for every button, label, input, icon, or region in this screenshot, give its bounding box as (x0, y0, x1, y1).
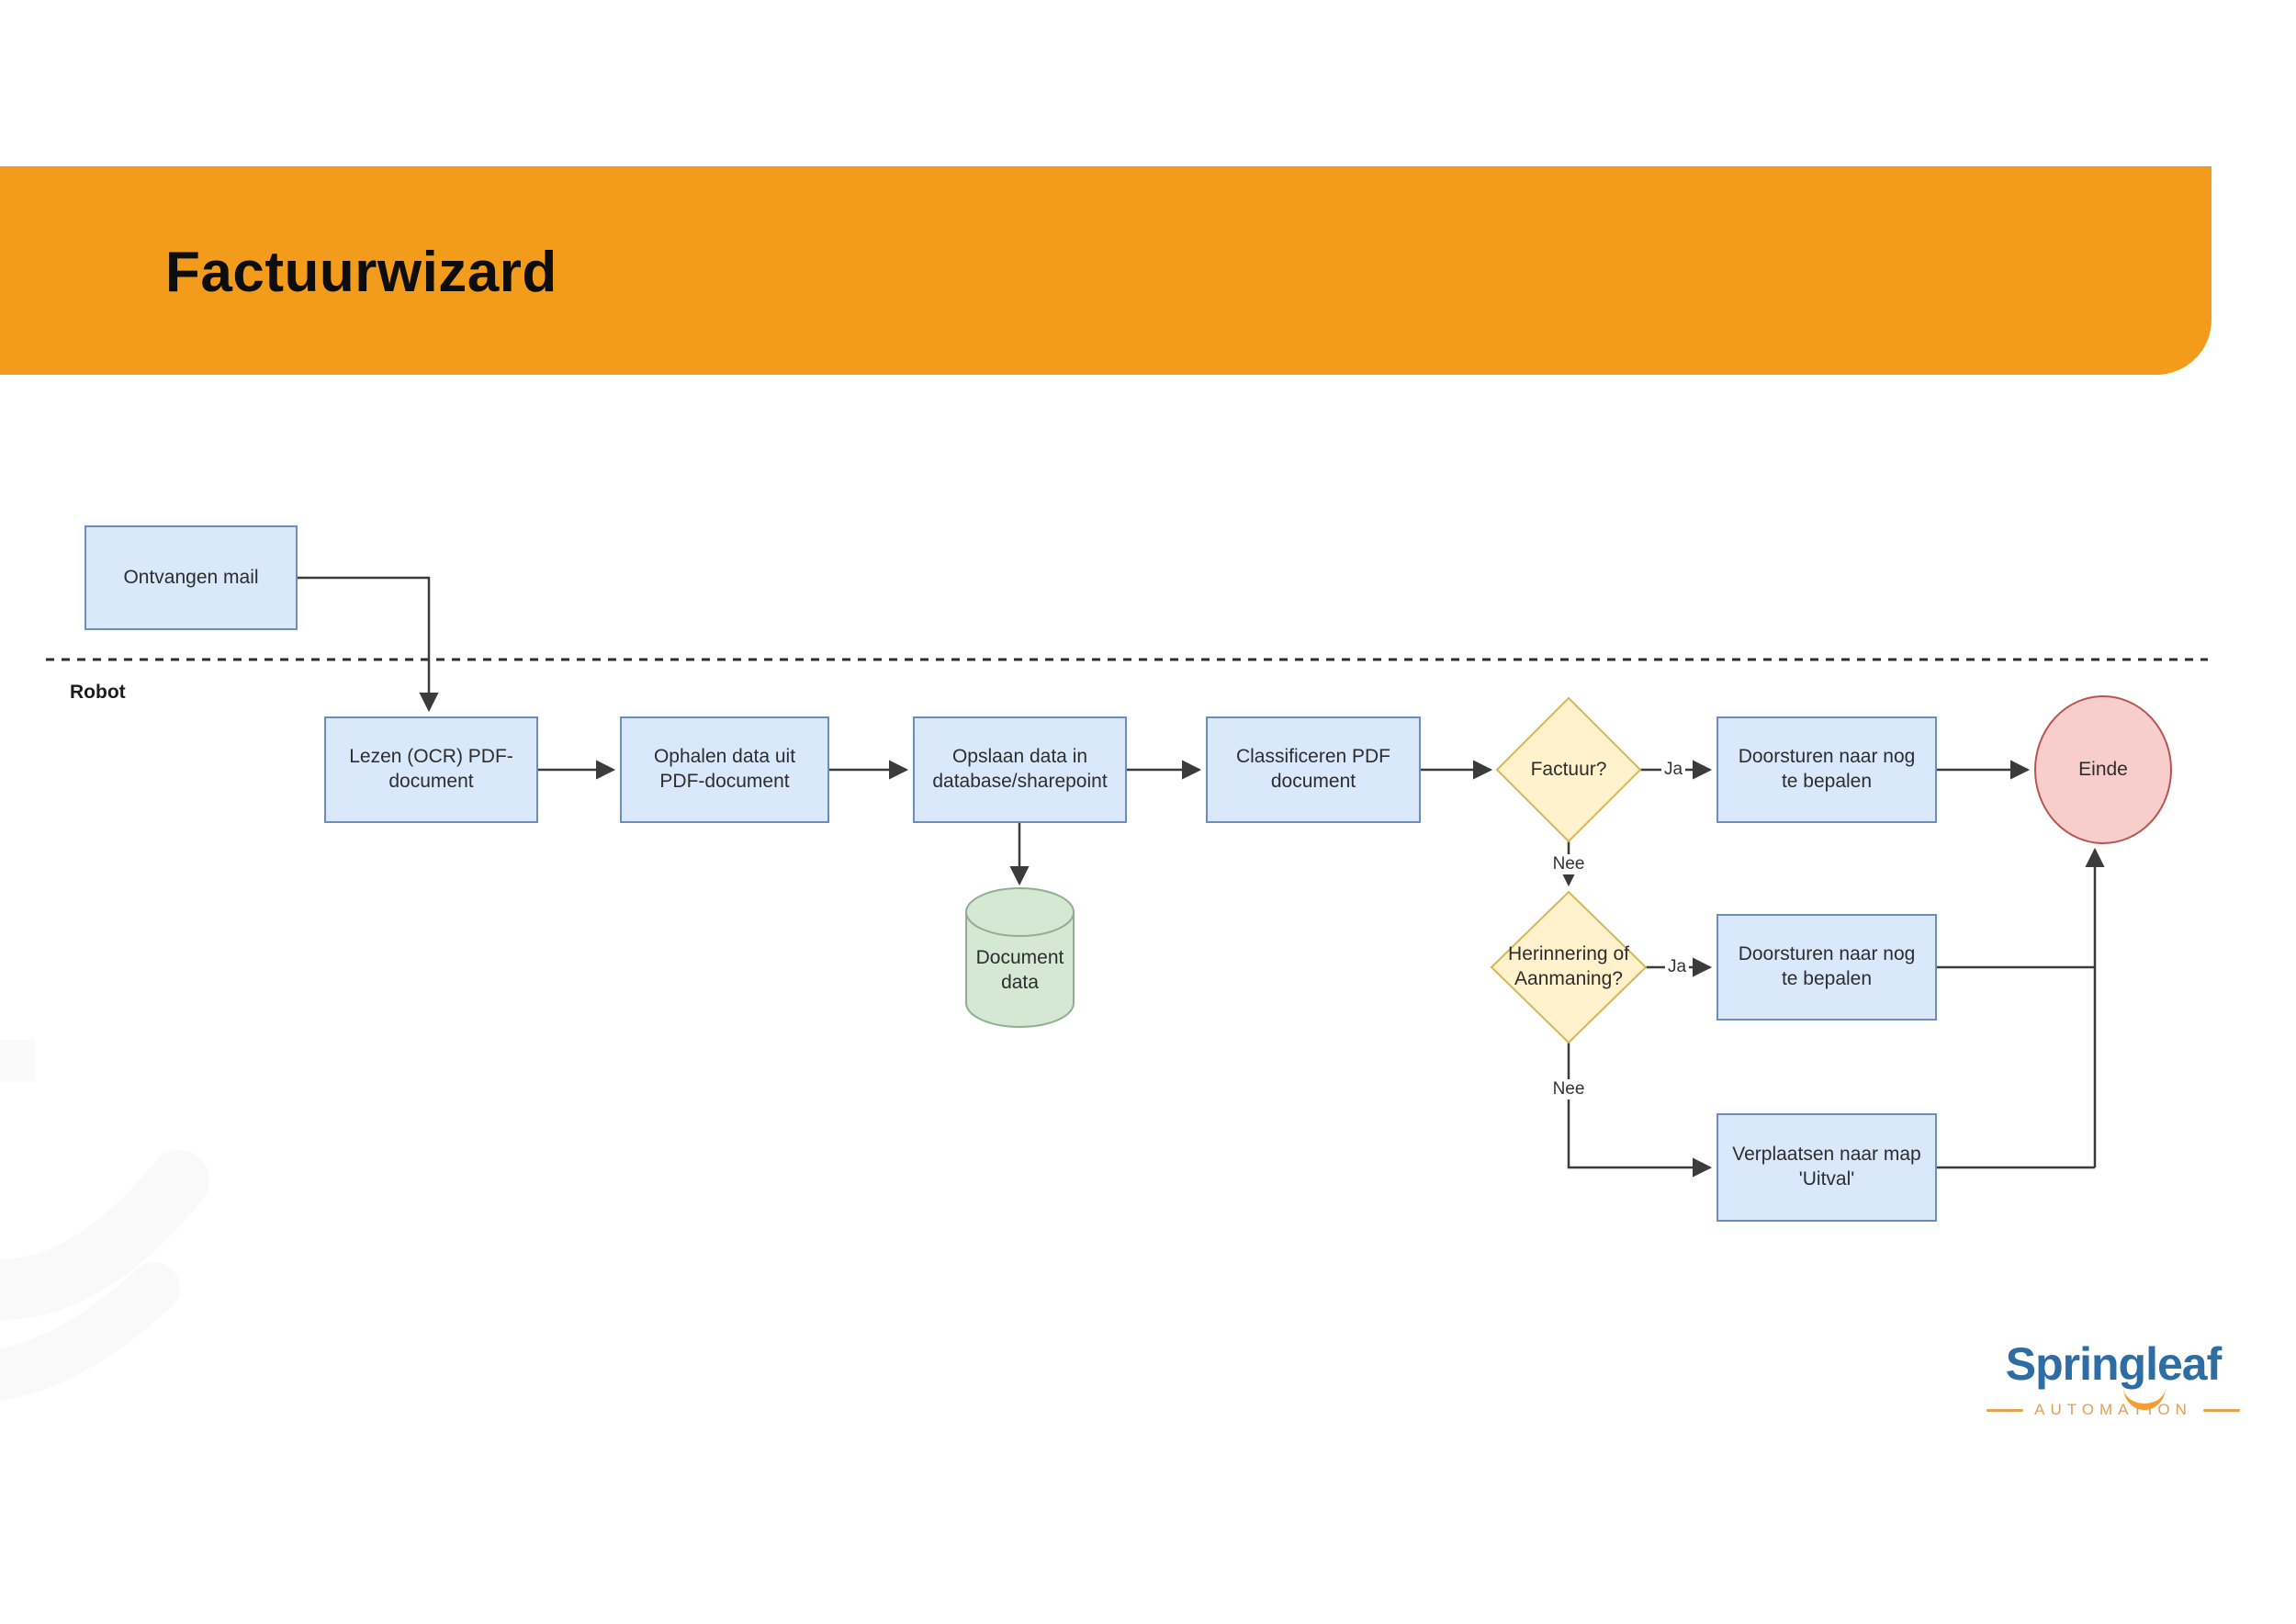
node-verplaatsen-uitval: Verplaatsen naar map 'Uitval' (1716, 1113, 1937, 1222)
node-label: Doorsturen naar nog te bepalen (1738, 746, 1916, 792)
node-label: Doorsturen naar nog te bepalen (1738, 943, 1916, 989)
node-lezen-ocr: Lezen (OCR) PDF- document (324, 716, 538, 823)
connectors (298, 576, 2105, 1178)
node-label: Document data (975, 947, 1064, 993)
node-label: Verplaatsen naar map 'Uitval' (1732, 1144, 1921, 1190)
logo-tagline-row: AUTOMATION (1975, 1401, 2252, 1419)
node-label: Einde (2078, 758, 2128, 780)
node-label: Opslaan data in database/sharepoint (932, 746, 1108, 792)
decision-factuur-shape (1495, 696, 1642, 843)
node-label: Ontvangen mail (123, 566, 259, 588)
lane-label-robot: Robot (70, 682, 126, 703)
datastore-body (965, 912, 1075, 1028)
logo-smile-icon (2123, 1387, 2166, 1410)
node-factuur-label: Factuur? (1497, 740, 1640, 799)
watermark-swoosh (0, 1040, 209, 1402)
node-ontvangen-mail: Ontvangen mail (84, 525, 298, 630)
node-label: Ophalen data uit PDF-document (653, 746, 796, 792)
edge-herinnering-nee (1567, 1043, 1713, 1178)
node-label: Factuur? (1530, 758, 1607, 780)
node-label: Lezen (OCR) PDF- document (349, 746, 513, 792)
logo-dash-right (2202, 1408, 2240, 1412)
node-label: Classificeren PDF document (1235, 746, 1391, 792)
node-doorsturen-1: Doorsturen naar nog te bepalen (1716, 716, 1937, 823)
decision-herinnering-shape (1490, 890, 1648, 1044)
slide-title: Factuurwizard (165, 241, 557, 304)
logo-tagline: AUTOMATION (2034, 1401, 2192, 1418)
node-label: Herinnering of Aanmaning? (1508, 943, 1629, 989)
node-classificeren: Classificeren PDF document (1206, 716, 1421, 823)
node-document-data-label: Document data (955, 942, 1085, 1000)
terminator-einde-shape (2034, 695, 2172, 844)
edge-label-ja-1: Ja (1660, 760, 1686, 780)
node-einde-label: Einde (2035, 740, 2171, 799)
node-opslaan-data: Opslaan data in database/sharepoint (913, 716, 1127, 823)
logo-wordmark: Springleaf (2005, 1338, 2222, 1390)
node-doorsturen-2: Doorsturen naar nog te bepalen (1716, 914, 1937, 1021)
edge-label-ja-2: Ja (1664, 957, 1690, 977)
logo-dash-left (1986, 1408, 2024, 1412)
edge-mail-to-lezen (298, 576, 439, 713)
datastore-top (965, 887, 1075, 937)
edge-label-nee-2: Nee (1549, 1079, 1588, 1100)
edge-label-nee-1: Nee (1549, 854, 1588, 874)
node-ophalen-data: Ophalen data uit PDF-document (620, 716, 829, 823)
title-banner: Factuurwizard (0, 166, 2212, 375)
springleaf-logo: Springleaf AUTOMATION (1975, 1339, 2252, 1419)
node-herinnering-label: Herinnering of Aanmaning? (1480, 938, 1657, 997)
